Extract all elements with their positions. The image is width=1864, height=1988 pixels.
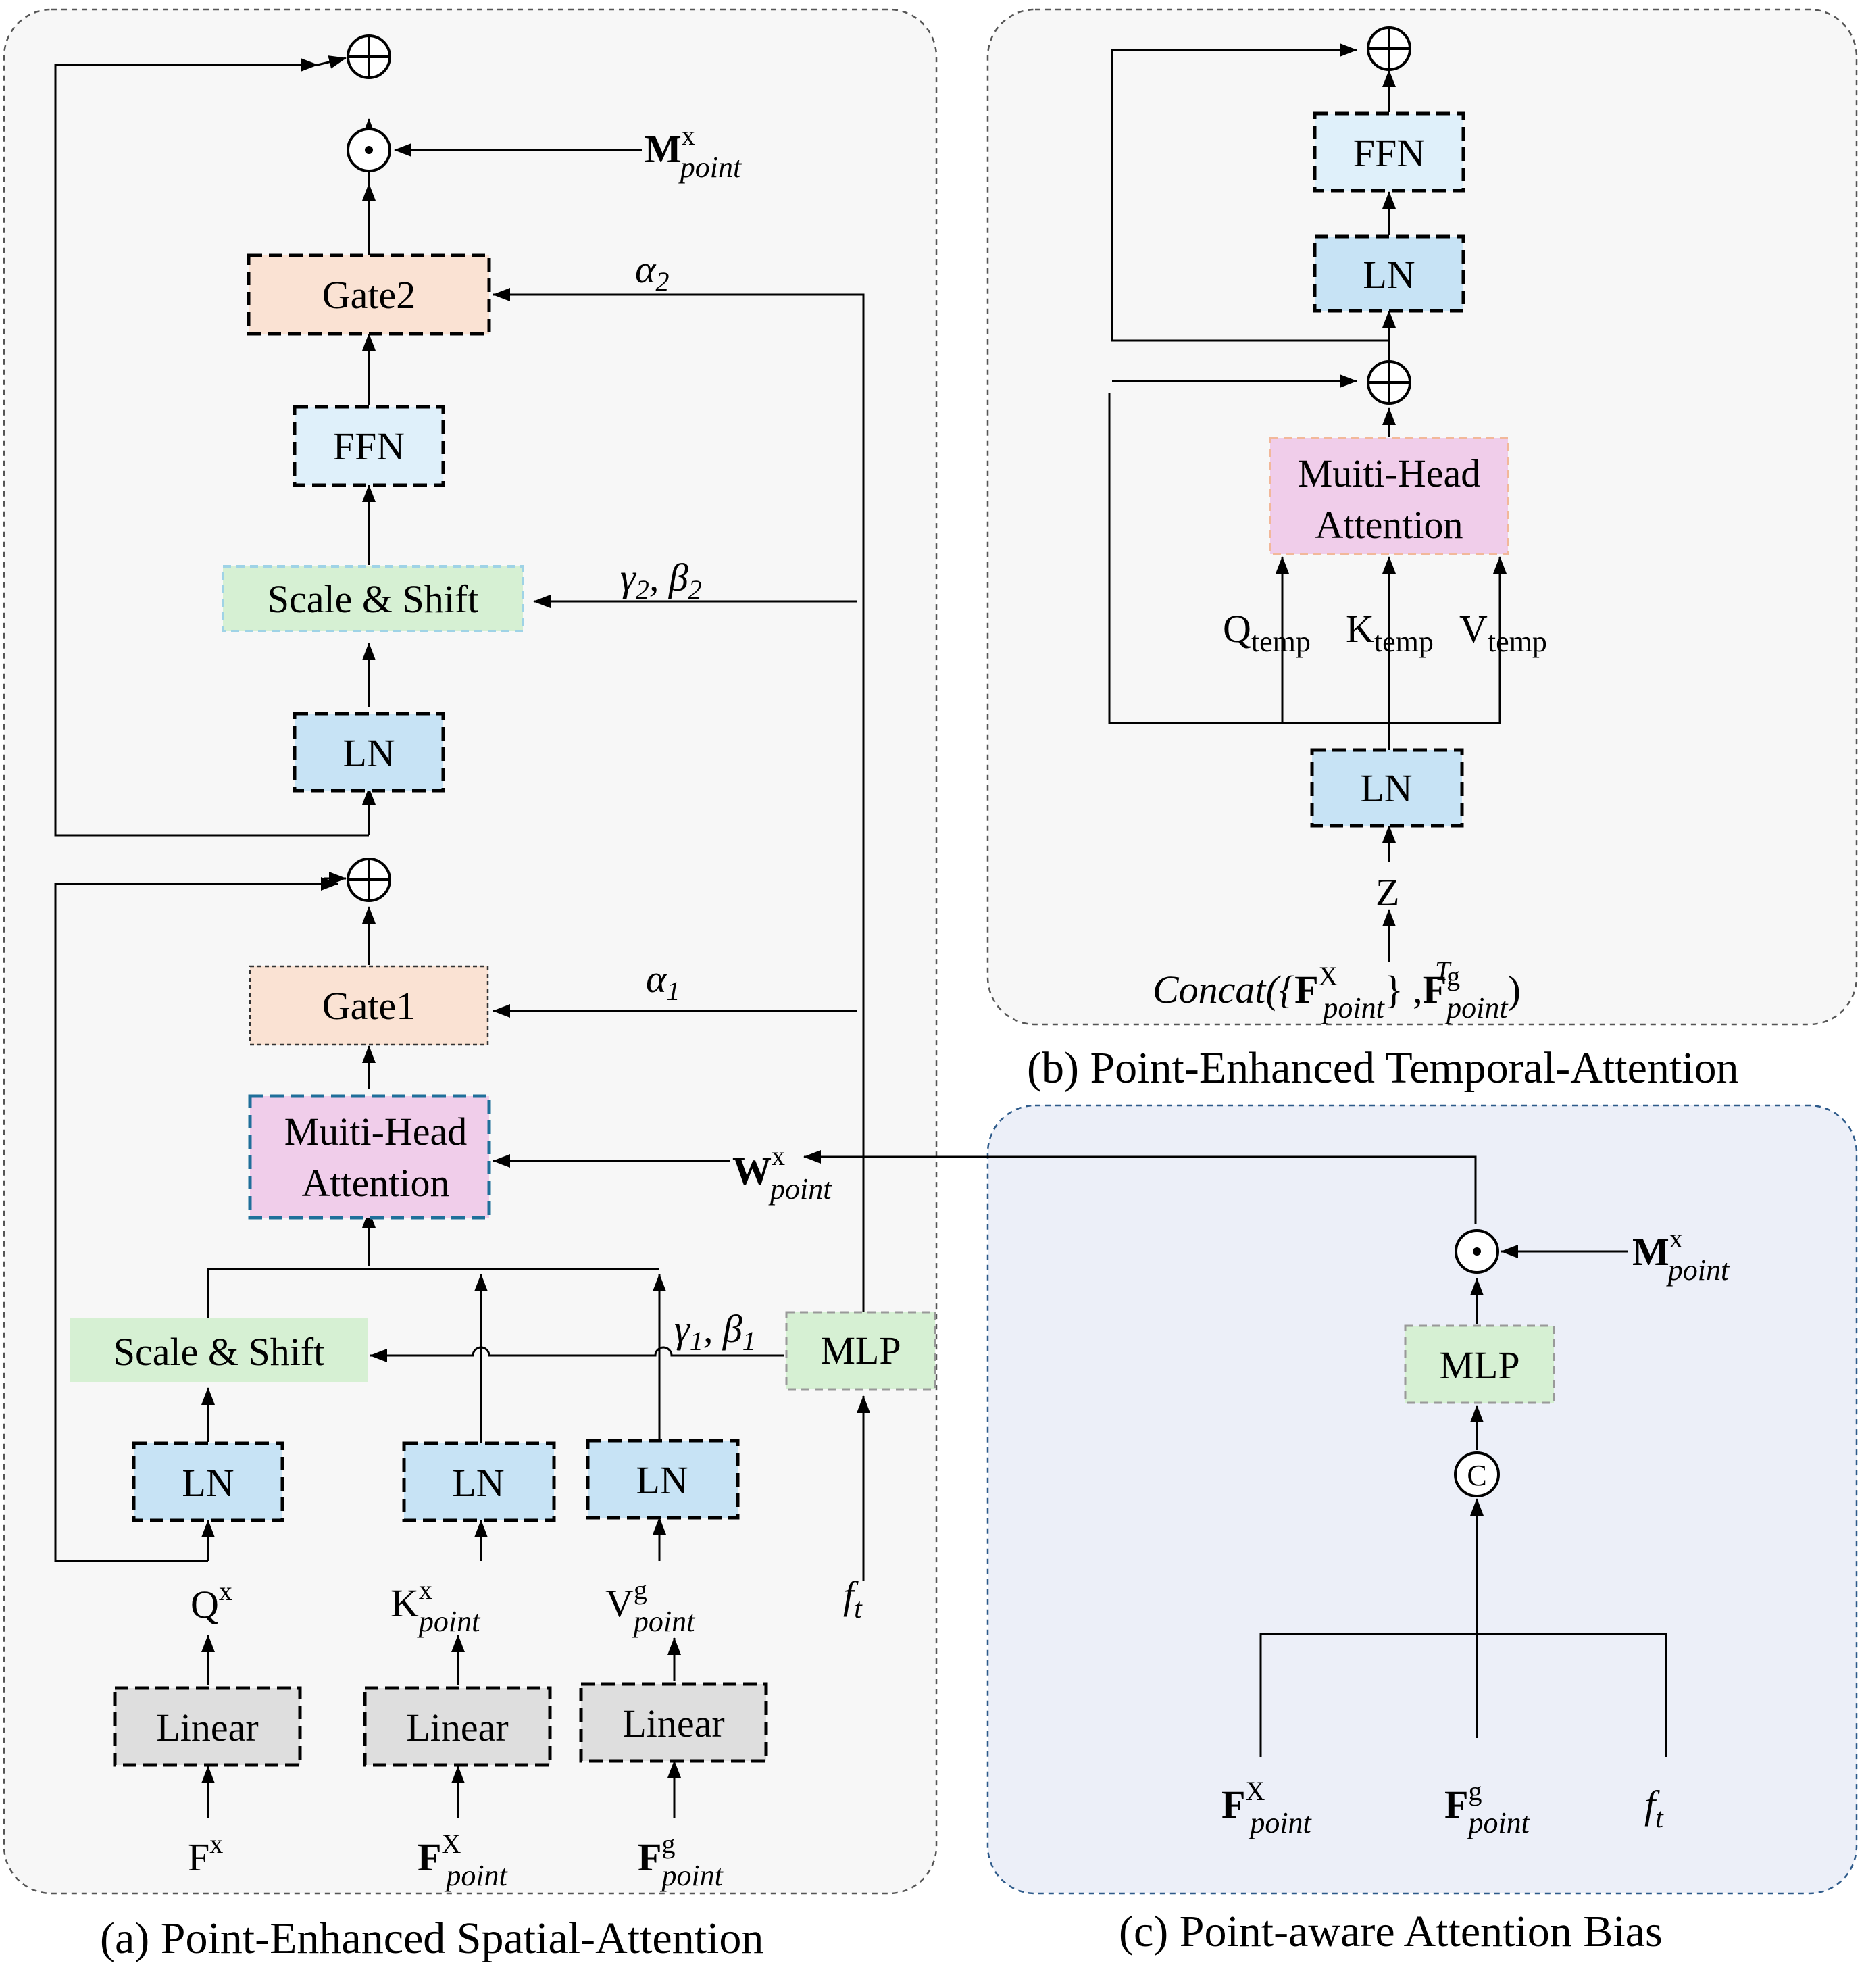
plus-mid-b bbox=[1367, 360, 1411, 405]
hadamard-a bbox=[347, 128, 391, 172]
scale-shift-top-block: Scale & Shift bbox=[222, 565, 524, 632]
ln-k-block: LN bbox=[402, 1441, 556, 1522]
mlp-block-c: MLP bbox=[1404, 1324, 1555, 1404]
svg-text:LN: LN bbox=[636, 1458, 688, 1502]
mha-block-a: Muiti-Head Attention bbox=[248, 1094, 491, 1220]
panel-a-edges bbox=[54, 55, 870, 1818]
svg-text:Gate2: Gate2 bbox=[322, 273, 416, 317]
ln-q-block: LN bbox=[132, 1441, 284, 1522]
transpose-sup: T bbox=[1435, 955, 1452, 986]
gate2-block: Gate2 bbox=[247, 253, 491, 336]
linear-q-block: Linear bbox=[113, 1686, 302, 1767]
ln-bottom-block-b: LN bbox=[1310, 748, 1464, 828]
fx-label-a: Fx bbox=[188, 1829, 223, 1879]
svg-text:Gate1: Gate1 bbox=[322, 984, 416, 1028]
alpha1-label: α1 bbox=[646, 957, 680, 1006]
plus-top-b bbox=[1367, 26, 1411, 71]
ln-v-block: LN bbox=[586, 1439, 740, 1520]
alpha2-label: α2 bbox=[635, 247, 669, 297]
concat-node-c: C bbox=[1454, 1451, 1500, 1497]
svg-text:Attention: Attention bbox=[1315, 503, 1463, 547]
plus-top-a bbox=[347, 34, 391, 79]
svg-text:Scale & Shift: Scale & Shift bbox=[268, 577, 479, 621]
linear-k-block: Linear bbox=[363, 1686, 552, 1767]
svg-text:Muiti-Head: Muiti-Head bbox=[1298, 451, 1481, 495]
ffn-block-b: FFN bbox=[1313, 111, 1465, 193]
gamma1-beta1-label: γ1, β1 bbox=[674, 1307, 756, 1356]
panel-b-caption: (b) Point-Enhanced Temporal-Attention bbox=[1027, 1043, 1739, 1093]
panel-c-edges bbox=[803, 1150, 1667, 1757]
scale-shift-bottom-block: Scale & Shift bbox=[70, 1318, 368, 1382]
panel-a-frame bbox=[3, 8, 938, 1895]
q-temp-label: Qtemp bbox=[1223, 607, 1311, 658]
svg-text:LN: LN bbox=[182, 1461, 234, 1505]
k-temp-label: Ktemp bbox=[1346, 607, 1434, 658]
gate1-block: Gate1 bbox=[249, 965, 489, 1046]
panel-a-caption: (a) Point-Enhanced Spatial-Attention bbox=[100, 1914, 763, 1963]
svg-text:Muiti-Head: Muiti-Head bbox=[284, 1110, 468, 1153]
svg-text:FFN: FFN bbox=[333, 424, 405, 468]
svg-text:Linear: Linear bbox=[622, 1701, 724, 1745]
svg-text:LN: LN bbox=[1360, 766, 1412, 810]
q-label-a: Qx bbox=[191, 1576, 232, 1626]
svg-text:FFN: FFN bbox=[1353, 131, 1425, 175]
ln-top-block-b: LN bbox=[1313, 234, 1465, 313]
panel-c-frame bbox=[986, 1104, 1858, 1895]
svg-text:Scale & Shift: Scale & Shift bbox=[114, 1330, 325, 1374]
gamma2-beta2-label: γ2, β2 bbox=[620, 555, 702, 605]
svg-text:MLP: MLP bbox=[1439, 1343, 1519, 1387]
panel-c-caption: (c) Point-aware Attention Bias bbox=[1119, 1907, 1663, 1956]
mlp-block-a: MLP bbox=[785, 1311, 936, 1391]
plus-mid-a bbox=[347, 858, 391, 902]
hadamard-c bbox=[1455, 1229, 1499, 1274]
linear-v-block: Linear bbox=[579, 1682, 768, 1763]
svg-text:LN: LN bbox=[1363, 253, 1415, 297]
z-label: Z bbox=[1376, 870, 1399, 914]
svg-text:C: C bbox=[1467, 1459, 1486, 1492]
v-temp-label: Vtemp bbox=[1459, 607, 1547, 658]
svg-text:LN: LN bbox=[343, 731, 395, 775]
svg-text:LN: LN bbox=[452, 1461, 504, 1505]
ln-top-block-a: LN bbox=[293, 712, 445, 793]
svg-text:Linear: Linear bbox=[156, 1706, 258, 1749]
svg-text:MLP: MLP bbox=[820, 1328, 901, 1372]
panel-b-edges bbox=[1108, 43, 1507, 962]
ffn-block-a: FFN bbox=[293, 405, 445, 487]
svg-text:Linear: Linear bbox=[406, 1706, 508, 1749]
mha-block-b: Muiti-Head Attention bbox=[1269, 437, 1509, 555]
svg-text:Attention: Attention bbox=[301, 1161, 449, 1205]
